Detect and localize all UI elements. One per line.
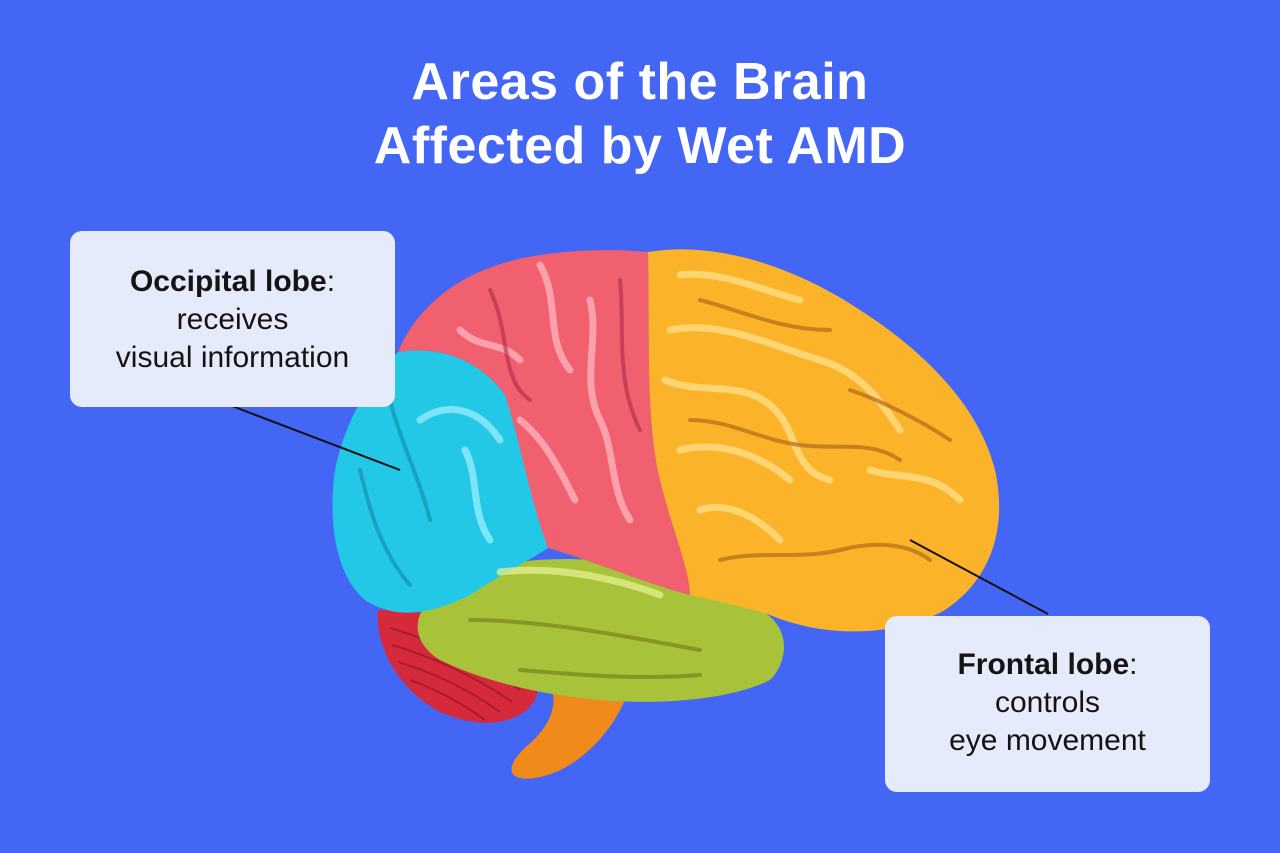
frontal-lobe xyxy=(648,249,1000,632)
title-line-1: Areas of the Brain xyxy=(411,53,869,111)
occipital-connector xyxy=(231,405,401,471)
page-title: Areas of the Brain Affected by Wet AMD xyxy=(0,50,1280,178)
frontal-desc-line-2: eye movement xyxy=(949,724,1146,757)
occipital-desc-line-2: visual information xyxy=(115,341,350,374)
frontal-lobe-callout: Frontal lobe: controls eye movement xyxy=(885,616,1210,792)
frontal-lobe-term: Frontal lobe xyxy=(957,648,1130,681)
occipital-colon: : xyxy=(326,265,336,298)
occipital-lobe-term: Occipital lobe xyxy=(129,265,327,298)
brainstem xyxy=(511,680,625,779)
occipital-desc-line-1: receives xyxy=(176,303,289,336)
frontal-colon: : xyxy=(1129,648,1138,681)
title-line-2: Affected by Wet AMD xyxy=(373,117,907,175)
frontal-connector xyxy=(909,539,1049,615)
frontal-desc-line-1: controls xyxy=(994,686,1101,719)
occipital-lobe-callout: Occipital lobe: receives visual informat… xyxy=(70,231,395,407)
